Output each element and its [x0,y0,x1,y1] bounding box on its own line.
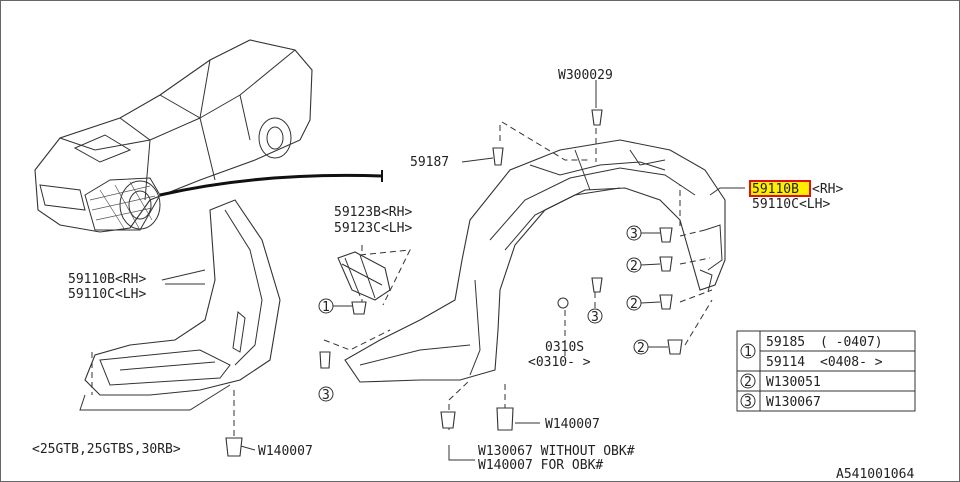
legend-part-59185: 59185 [766,335,805,350]
highlight-59110b [749,180,811,197]
label-0310-range: <0310- > [528,355,591,370]
label-59123b: 59123B<RH> [334,205,412,220]
label-w140007-mid: W140007 [545,417,600,432]
marker-2: 2 [637,341,645,356]
legend-num-1: 1 [744,345,752,360]
label-0310s: 0310S [545,340,584,355]
label-w130067-note: W130067 WITHOUT OBK# [478,444,635,459]
label-59110b-left: 59110B<RH> [68,272,146,287]
legend-range-59114: <0408- > [820,355,883,370]
legend-num-3: 3 [744,395,752,410]
legend-part-w130051: W130051 [766,375,821,390]
marker-1: 1 [322,300,330,315]
label-models-note: <25GTB,25GTBS,30RB> [32,442,181,457]
label-59110b-right: 59110B [752,182,799,197]
label-59123c: 59123C<LH> [334,221,412,236]
diagram-id: A541001064 [836,467,914,482]
label-w140007-note: W140007 FOR OBK# [478,458,603,473]
leader-lines [323,121,713,430]
legend-part-w130067: W130067 [766,395,821,410]
marker-3: 3 [591,310,599,325]
marker-2: 2 [630,259,638,274]
right-fender-liner [344,109,726,383]
label-59110b-right-side: <RH> [812,182,843,197]
label-59187: 59187 [410,155,449,170]
marker-2: 2 [630,297,638,312]
legend-range-59185: ( -0407) [820,335,883,350]
label-59110c-right: 59110C<LH> [752,197,830,212]
fasteners [319,227,683,431]
label-w140007-left: W140007 [258,444,313,459]
marker-3: 3 [322,388,330,403]
car-illustration [34,39,383,233]
circled-markers: 1 3 3 3 2 2 2 [318,225,668,403]
label-w300029: W300029 [558,68,613,83]
legend-num-2: 2 [744,375,752,390]
left-fender-liner [79,199,281,457]
solid-leaders [161,80,745,461]
legend-table: 1 59185 ( -0407) 59114 <0408- > 2 W13005… [736,330,916,412]
marker-3: 3 [630,227,638,242]
legend-part-59114: 59114 [766,355,805,370]
label-59110c-left: 59110C<LH> [68,287,146,302]
